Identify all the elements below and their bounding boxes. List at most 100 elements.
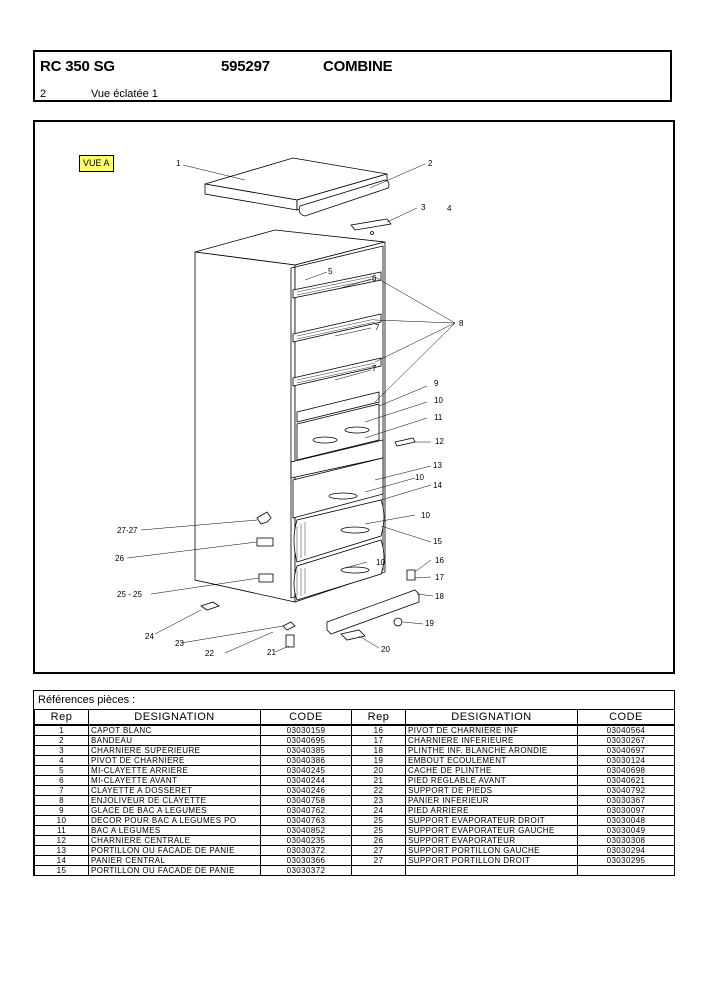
table-cell: 24: [351, 805, 406, 816]
callout-22: 22: [205, 649, 214, 658]
table-cell: 03040235: [260, 835, 352, 846]
table-cell: 18: [351, 745, 406, 756]
front-foot-part: [285, 634, 295, 648]
basket-lower: [293, 539, 385, 601]
table-cell: 03030267: [577, 735, 675, 746]
table-cell: SUPPORT DE PIEDS: [405, 785, 578, 796]
table-cell: CAPOT BLANC: [88, 725, 261, 736]
callout-numbers: 1 2 3 4 5 6 7 8 7 9 10 11 12 13 10 14 10…: [115, 159, 464, 658]
table-cell: 5: [34, 765, 89, 776]
callout-16: 16: [435, 556, 444, 565]
table-cell: 03040246: [260, 785, 352, 796]
table-cell: PIVOT DE CHARNIERE: [88, 755, 261, 766]
table-cell: 03030372: [260, 845, 352, 856]
callout-2: 2: [428, 159, 433, 168]
callout-7a: 7: [375, 323, 380, 332]
table-cell: 6: [34, 775, 89, 786]
table-cell: CHARNIERE SUPERIEURE: [88, 745, 261, 756]
table-cell: PANIER CENTRAL: [88, 855, 261, 866]
table-cell: 03040695: [260, 735, 352, 746]
table-cell: 03030366: [260, 855, 352, 866]
callout-19: 19: [425, 619, 434, 628]
table-cell: 25: [351, 815, 406, 826]
callout-18: 18: [435, 592, 444, 601]
table-cell: BANDEAU: [88, 735, 261, 746]
table-cell: 11: [34, 825, 89, 836]
table-cell: 03040385: [260, 745, 352, 756]
front-strip-part: [298, 179, 390, 217]
callout-10d: 10: [376, 558, 385, 567]
callout-25: 25 - 25: [117, 590, 142, 599]
table-cell: 9: [34, 805, 89, 816]
table-cell: 3: [34, 745, 89, 756]
table-cell: PORTILLON OU FACADE DE PANIE: [88, 865, 261, 876]
table-cell: SUPPORT EVAPORATEUR: [405, 835, 578, 846]
column-header: DESIGNATION: [405, 709, 578, 726]
exploded-view-diagram: VUE A: [33, 120, 675, 674]
column-header: DESIGNATION: [88, 709, 261, 726]
table-cell: 03040386: [260, 755, 352, 766]
callout-26: 26: [115, 554, 124, 563]
table-cell: EMBOUT ECOULEMENT: [405, 755, 578, 766]
table-cell: PLINTHE INF. BLANCHE ARONDIE: [405, 745, 578, 756]
callout-11: 11: [434, 413, 443, 422]
references-title: Références pièces :: [38, 694, 136, 706]
table-cell: 19: [351, 755, 406, 766]
table-cell: 03040564: [577, 725, 675, 736]
callout-17: 17: [435, 573, 444, 582]
table-cell: 2: [34, 735, 89, 746]
callout-7b: 7: [372, 364, 377, 373]
table-cell: 03040245: [260, 765, 352, 776]
table-cell: SUPPORT PORTILLON GAUCHE: [405, 845, 578, 856]
drain-part: [393, 617, 403, 627]
plinth-cover-part: [340, 629, 366, 641]
callout-24: 24: [145, 632, 154, 641]
column-header: Rep: [34, 709, 89, 726]
table-cell: 03040763: [260, 815, 352, 826]
door-support-27: [256, 511, 272, 525]
table-cell: 17: [351, 735, 406, 746]
table-cell: CHARNIERE CENTRALE: [88, 835, 261, 846]
table-cell: 4: [34, 755, 89, 766]
table-cell: 03040244: [260, 775, 352, 786]
table-cell: 03030049: [577, 825, 675, 836]
table-cell: SUPPORT EVAPORATEUR GAUCHE: [405, 825, 578, 836]
table-cell: 1: [34, 725, 89, 736]
table-cell: 23: [351, 795, 406, 806]
table-cell: 10: [34, 815, 89, 826]
table-cell: BAC A LEGUMES: [88, 825, 261, 836]
table-cell: MI-CLAYETTE AVANT: [88, 775, 261, 786]
callout-14: 14: [433, 481, 442, 490]
table-cell: SUPPORT PORTILLON DROIT: [405, 855, 578, 866]
plinth-part: [326, 589, 420, 635]
column-header: CODE: [577, 709, 675, 726]
table-cell: 03040762: [260, 805, 352, 816]
callout-15: 15: [433, 537, 442, 546]
callout-23: 23: [175, 639, 184, 648]
vegetable-bin-part: [296, 403, 380, 461]
cabinet-side: [194, 251, 296, 603]
table-cell: PIVOT DE CHARNIERE INF: [405, 725, 578, 736]
evaporator-support-25: [258, 573, 274, 583]
column-header: Rep: [351, 709, 406, 726]
table-cell: 12: [34, 835, 89, 846]
table-cell: 03040758: [260, 795, 352, 806]
basket-front-13: [292, 457, 384, 519]
callout-10b: 10: [415, 473, 424, 482]
callout-20: 20: [381, 645, 390, 654]
